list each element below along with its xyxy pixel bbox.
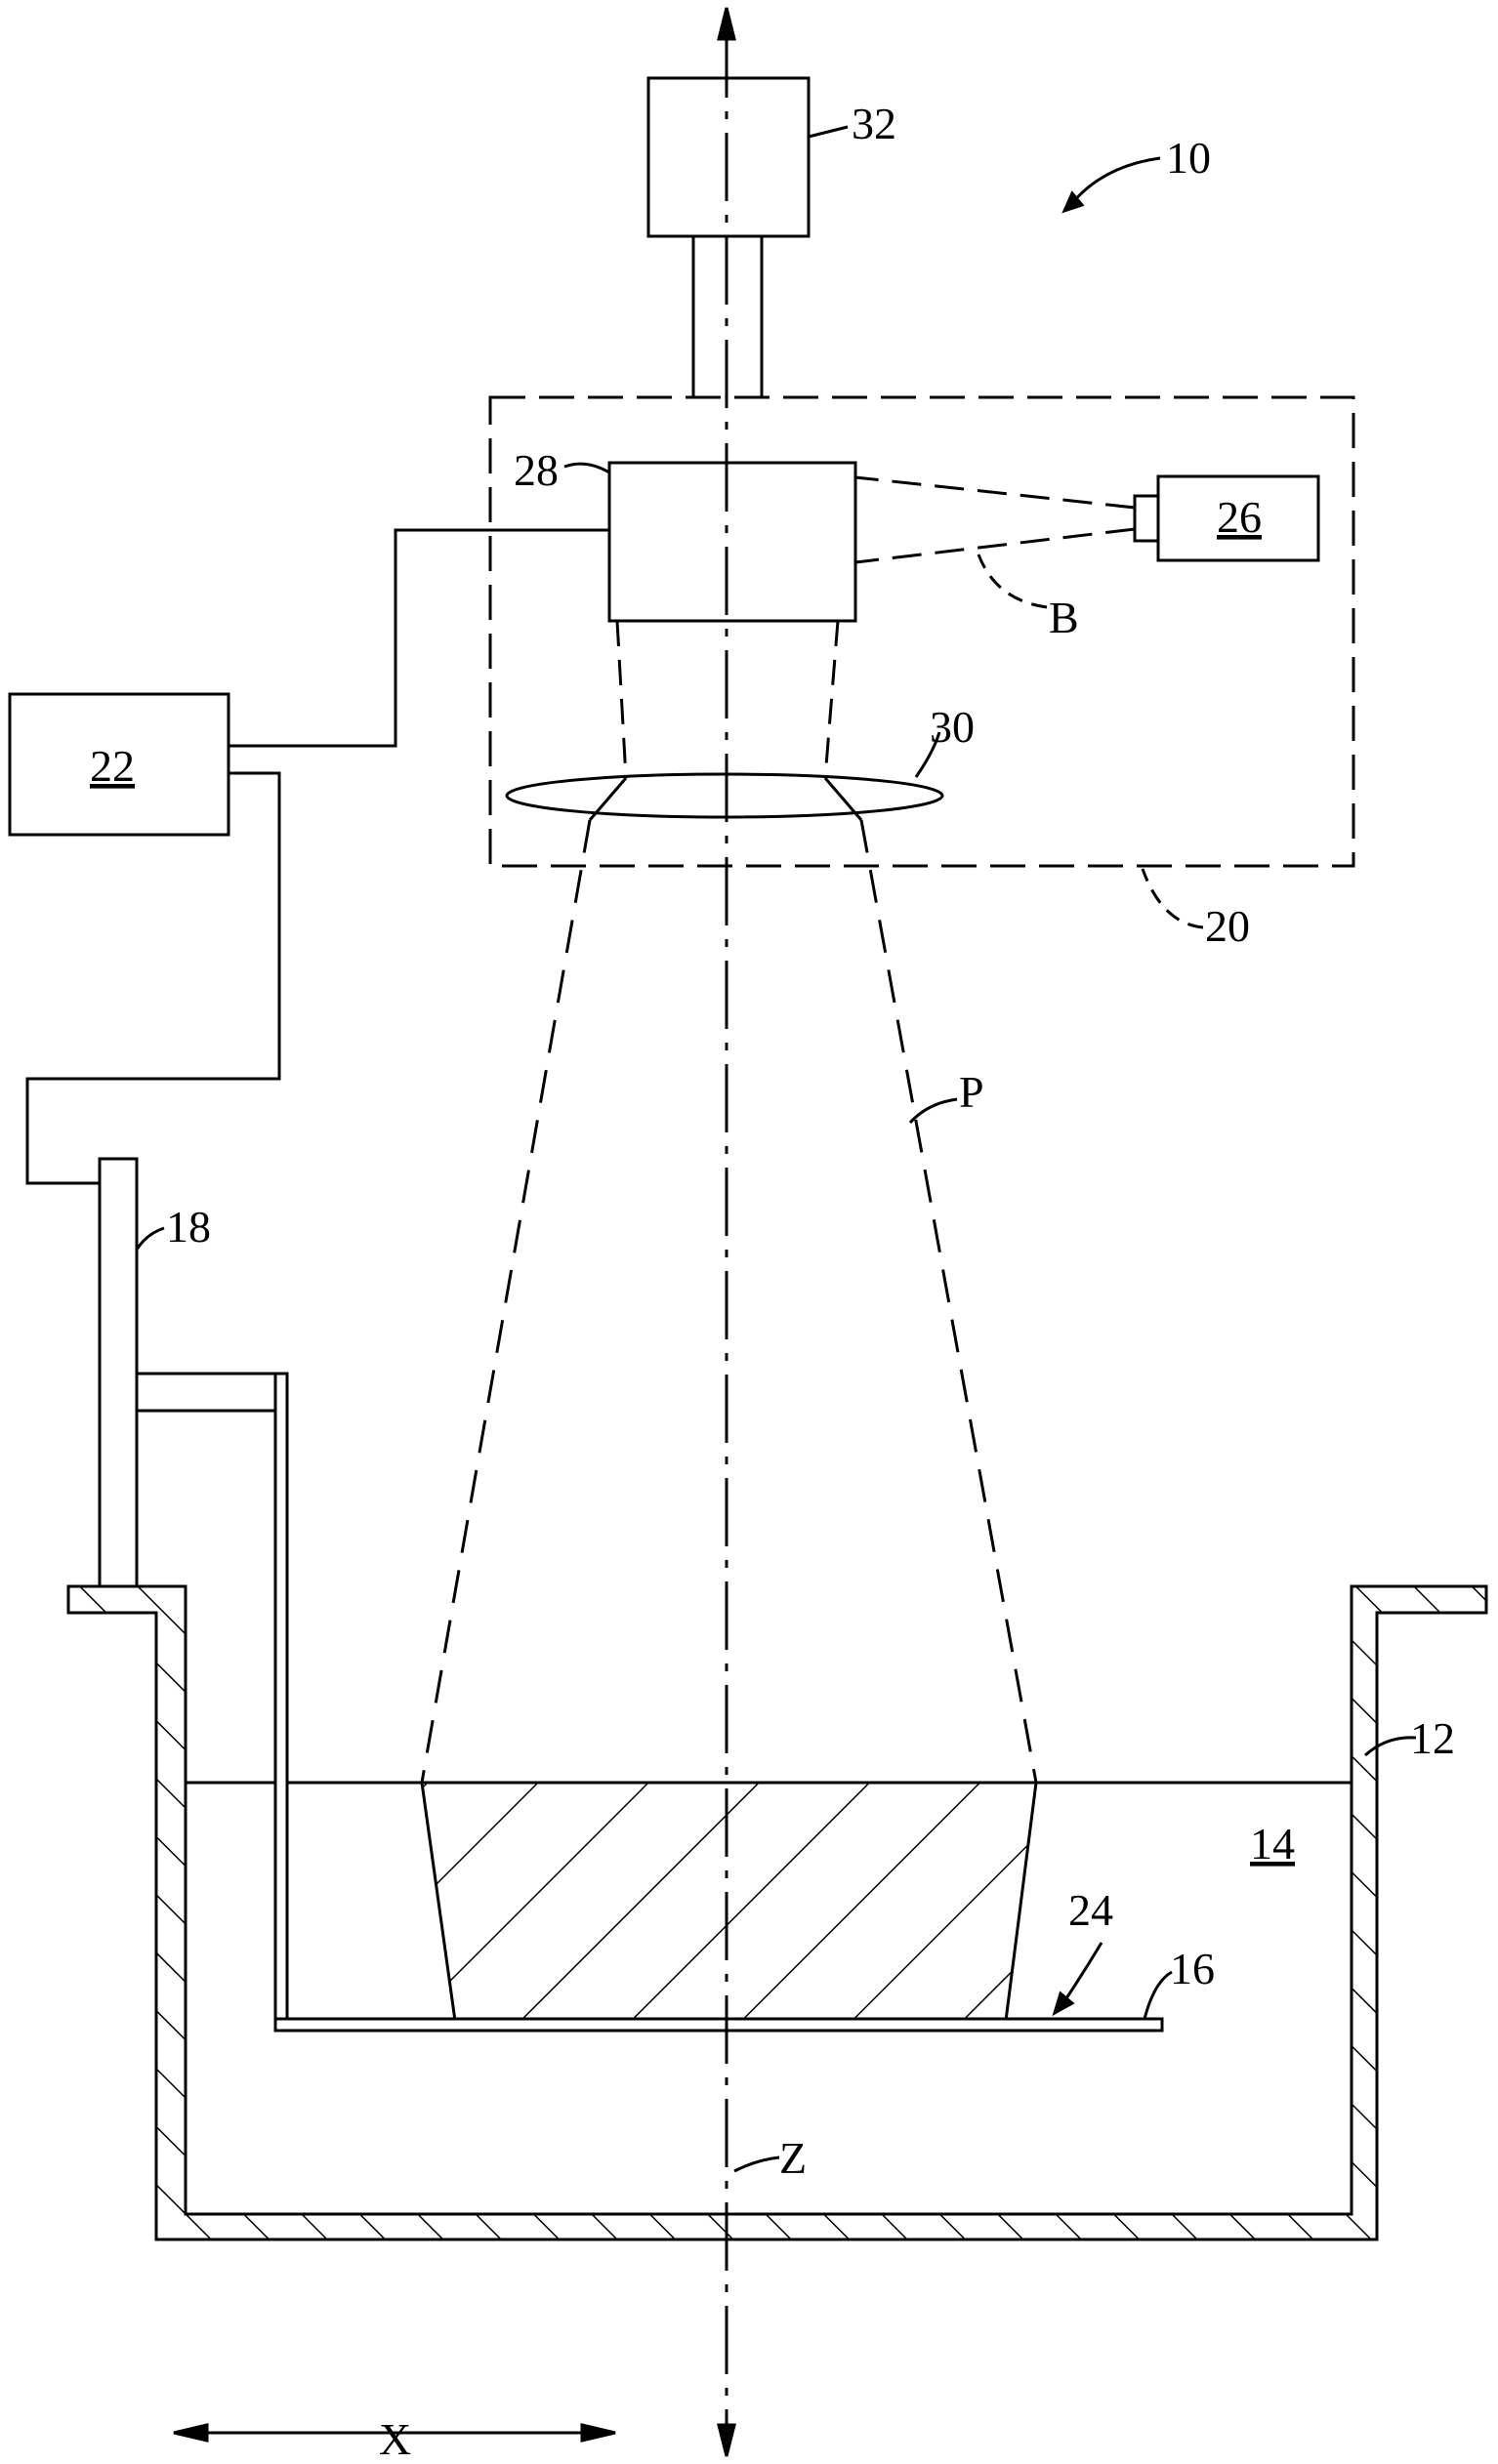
label-modulator: 28 <box>514 445 559 495</box>
modulator <box>609 463 855 621</box>
leader-28 <box>564 464 609 472</box>
elevator-column <box>100 1159 137 1586</box>
projected-image <box>422 820 1036 1783</box>
leader-24-head <box>1055 1993 1072 2013</box>
beam <box>855 477 1135 562</box>
elevator-arm <box>137 1374 287 1411</box>
label-vat: 12 <box>1410 1713 1455 1763</box>
label-controller: 22 <box>90 741 135 791</box>
label-build-plate: 16 <box>1170 1944 1215 1993</box>
lens <box>507 774 942 817</box>
label-camera: 32 <box>852 99 896 148</box>
leader-P <box>910 1099 957 1123</box>
leader-16 <box>1144 1972 1172 2019</box>
z-axis-arrow-top <box>719 8 734 39</box>
label-projector-assembly: 20 <box>1205 901 1250 951</box>
leader-Z <box>734 2157 779 2171</box>
label-patterned-image: P <box>959 1067 984 1117</box>
elevator-shaft <box>275 1374 287 2030</box>
leader-18 <box>137 1228 164 1250</box>
x-axis-arrow-left <box>174 2425 207 2441</box>
cured-part <box>422 1783 1036 2021</box>
label-x-axis: X <box>379 2414 411 2464</box>
leader-24 <box>1064 1943 1102 2001</box>
camera <box>648 78 809 236</box>
build-plate <box>275 2019 1162 2031</box>
label-elevator: 18 <box>166 1202 211 1252</box>
label-part: 24 <box>1068 1885 1113 1935</box>
label-resin: 14 <box>1250 1819 1295 1869</box>
z-axis-arrow-bottom <box>719 2425 734 2456</box>
leader-32 <box>809 127 848 137</box>
light-source-emitter <box>1135 496 1158 541</box>
label-beam: B <box>1049 593 1079 642</box>
leader-20 <box>1143 869 1203 927</box>
wire-controller-modulator <box>229 530 609 746</box>
label-z-axis: Z <box>779 2133 807 2183</box>
label-light-source: 26 <box>1217 492 1262 542</box>
x-axis-arrow-right <box>582 2425 615 2441</box>
leader-B <box>978 554 1047 607</box>
leader-10 <box>1072 158 1160 203</box>
label-lens: 30 <box>930 702 975 752</box>
label-system: 10 <box>1166 133 1211 183</box>
